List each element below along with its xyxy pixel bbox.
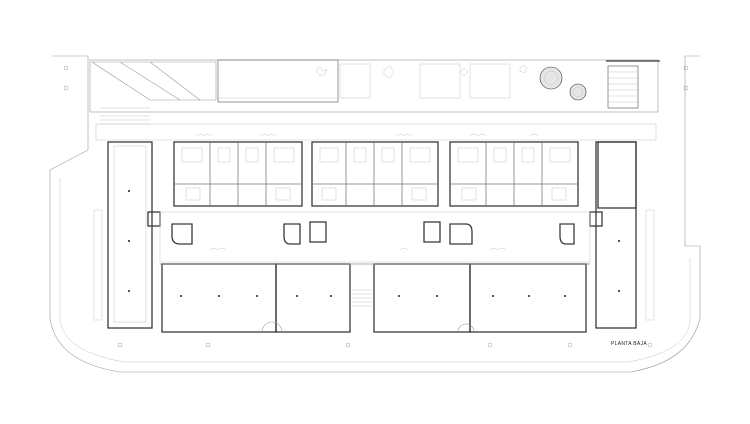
- ramp-stairs: [100, 107, 150, 125]
- housing-block-1: [173, 141, 303, 207]
- pod-1: [171, 223, 193, 245]
- housing-block-3: [449, 141, 579, 207]
- pod-6: [559, 223, 575, 245]
- hall-2: [275, 263, 351, 333]
- tree-1: [539, 66, 563, 90]
- site-inner-outline: [59, 178, 691, 363]
- courtyard-strip: [95, 123, 657, 141]
- left-wing: [107, 141, 153, 329]
- structural-columns: [128, 190, 620, 297]
- planter-right: [645, 209, 655, 321]
- pod-5: [449, 223, 473, 245]
- pod-3: [309, 221, 327, 243]
- terrace-step-1: [339, 63, 371, 99]
- hall-3: [373, 263, 471, 333]
- garden-strip: [89, 59, 659, 113]
- shrub-3: [459, 67, 469, 77]
- hall-1: [161, 263, 277, 333]
- left-wing-inner: [113, 145, 147, 323]
- right-wing-room: [597, 141, 637, 209]
- upper-terrace: [217, 59, 339, 103]
- tree-2: [569, 83, 587, 101]
- pod-4: [423, 221, 441, 243]
- left-core: [147, 211, 161, 227]
- perimeter-markers: [63, 65, 689, 348]
- central-passage: [350, 263, 374, 307]
- terrace-step-2: [419, 63, 461, 99]
- planting-1: [195, 133, 277, 137]
- right-wing: [595, 141, 637, 329]
- floor-label: PLANTA BAJA: [611, 341, 647, 347]
- terrace-step-3: [469, 63, 511, 99]
- housing-block-2: [311, 141, 439, 207]
- entry-ramp: [90, 61, 217, 101]
- shrub-2: [383, 65, 395, 79]
- shrub-1: [315, 66, 328, 77]
- door-hall-2: [261, 321, 283, 333]
- pod-2: [283, 223, 301, 245]
- site-outline: [49, 55, 701, 373]
- shrub-4: [519, 64, 528, 74]
- right-stair: [607, 65, 639, 109]
- central-gallery: [159, 211, 591, 263]
- planter-left: [93, 209, 103, 321]
- planting-3: [469, 133, 539, 137]
- planting-2: [395, 133, 413, 137]
- door-hall-4: [457, 323, 475, 333]
- hall-4: [469, 263, 587, 333]
